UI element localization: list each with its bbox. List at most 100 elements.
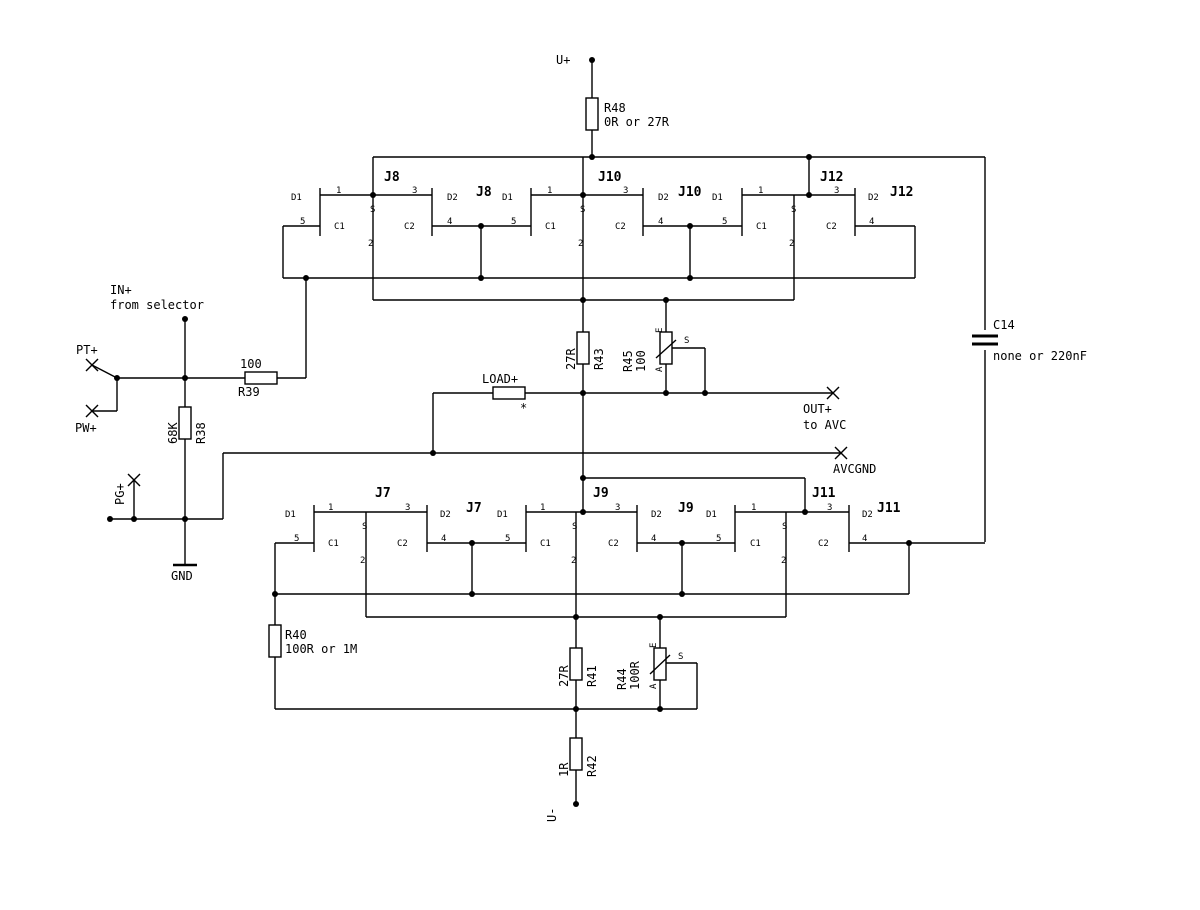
- c14-ref: C14: [993, 318, 1015, 332]
- svg-text:D1: D1: [497, 510, 508, 520]
- svg-text:3: 3: [834, 186, 839, 196]
- r38-value: 68K: [166, 422, 180, 444]
- j12-block: D1 D2 1 3 S 5 4 C1 C2 2 J12 J12: [690, 157, 915, 300]
- j9-label: J9: [593, 486, 609, 501]
- svg-text:4: 4: [651, 534, 656, 544]
- r42-value: 1R: [557, 762, 571, 777]
- r44-value: 100R: [628, 660, 642, 690]
- svg-text:1: 1: [328, 503, 333, 513]
- svg-text:2: 2: [571, 556, 576, 566]
- svg-text:2: 2: [360, 556, 365, 566]
- r41-value: 27R: [557, 665, 571, 687]
- svg-text:2: 2: [368, 239, 373, 249]
- out-plus-label: OUT+: [803, 402, 832, 416]
- r42-body: [569, 737, 583, 771]
- u-minus-label: U-: [545, 808, 559, 822]
- svg-text:S: S: [580, 205, 585, 215]
- svg-text:4: 4: [862, 534, 867, 544]
- svg-text:4: 4: [658, 217, 663, 227]
- svg-text:S: S: [791, 205, 796, 215]
- r48-body: [585, 97, 599, 131]
- svg-text:D1: D1: [285, 510, 296, 520]
- svg-text:D2: D2: [868, 193, 879, 203]
- pw-plus-label: PW+: [75, 421, 97, 435]
- svg-text:4: 4: [869, 217, 874, 227]
- svg-text:2: 2: [578, 239, 583, 249]
- svg-text:S: S: [572, 522, 577, 532]
- j12-label-2: J12: [890, 185, 913, 200]
- svg-text:D1: D1: [291, 193, 302, 203]
- svg-text:C2: C2: [397, 539, 408, 549]
- in-plus-desc: from selector: [110, 298, 204, 312]
- input-section: IN+ from selector 100 R39 PT+ PW+ 68K R3…: [75, 283, 306, 583]
- r39-body: [244, 371, 278, 385]
- c14-value: none or 220nF: [993, 349, 1087, 363]
- svg-text:C1: C1: [750, 539, 761, 549]
- j7-label: J7: [375, 486, 391, 501]
- svg-text:1: 1: [540, 503, 545, 513]
- r39-value: 100: [240, 357, 262, 371]
- svg-text:4: 4: [447, 217, 452, 227]
- svg-text:C1: C1: [540, 539, 551, 549]
- avcgnd-label: AVCGND: [833, 462, 876, 476]
- j10-block: D1 D2 1 3 S 5 4 C1 C2 2 J10 J10: [481, 157, 702, 300]
- r43-value: 27R: [564, 348, 578, 370]
- svg-text:3: 3: [615, 503, 620, 513]
- svg-text:5: 5: [294, 534, 299, 544]
- r45-value: 100: [634, 350, 648, 372]
- load-star: *: [520, 401, 527, 415]
- svg-text:5: 5: [505, 534, 510, 544]
- svg-text:5: 5: [716, 534, 721, 544]
- svg-text:C1: C1: [756, 222, 767, 232]
- j8-label-2: J8: [476, 185, 492, 200]
- j7-block: D1 D2 1 3 S 5 4 C1 C2 2 J7 J7: [275, 486, 482, 617]
- svg-text:C2: C2: [826, 222, 837, 232]
- svg-text:C2: C2: [615, 222, 626, 232]
- j9-label-2: J9: [678, 501, 694, 516]
- svg-text:D1: D1: [502, 193, 513, 203]
- r41-r44: 27R R41 R44 100R E A S: [557, 617, 698, 738]
- gnd-label: GND: [171, 569, 193, 583]
- j8-label: J8: [384, 170, 400, 185]
- r41-body: [569, 647, 583, 681]
- r44-ref: R44: [615, 668, 629, 690]
- r39-ref: R39: [238, 385, 260, 399]
- u-plus-label: U+: [556, 53, 570, 67]
- svg-text:A: A: [655, 366, 665, 372]
- r38-body: [178, 406, 192, 440]
- svg-text:S: S: [782, 522, 787, 532]
- j11-label-2: J11: [877, 501, 901, 516]
- svg-text:5: 5: [300, 217, 305, 227]
- svg-text:1: 1: [547, 186, 552, 196]
- svg-text:2: 2: [789, 239, 794, 249]
- r42-ref: R42: [585, 755, 599, 777]
- in-plus-label: IN+: [110, 283, 132, 297]
- r40-body: [268, 624, 282, 658]
- svg-text:5: 5: [722, 217, 727, 227]
- j12-label: J12: [820, 170, 843, 185]
- pg-plus-label: PG+: [113, 483, 127, 505]
- svg-text:C2: C2: [608, 539, 619, 549]
- svg-text:1: 1: [758, 186, 763, 196]
- svg-text:2: 2: [781, 556, 786, 566]
- lower-bus: [272, 540, 910, 620]
- svg-text:C2: C2: [818, 539, 829, 549]
- j7-label-2: J7: [466, 501, 482, 516]
- r48-value: 0R or 27R: [604, 115, 670, 129]
- svg-text:D2: D2: [862, 510, 873, 520]
- r41-ref: R41: [585, 665, 599, 687]
- j11-label: J11: [812, 486, 836, 501]
- r43-ref: R43: [592, 348, 606, 370]
- r43-body: [576, 331, 590, 365]
- output-node: LOAD+ * OUT+ to AVC AVCGND: [222, 372, 876, 519]
- svg-text:D2: D2: [651, 510, 662, 520]
- load-body: [492, 386, 526, 400]
- j10-label-2: J10: [678, 185, 702, 200]
- svg-text:5: 5: [511, 217, 516, 227]
- r45-body: [659, 331, 673, 365]
- r40: R40 100R or 1M: [268, 594, 697, 712]
- svg-text:C1: C1: [545, 222, 556, 232]
- svg-text:E: E: [649, 643, 659, 648]
- pt-plus-label: PT+: [76, 343, 98, 357]
